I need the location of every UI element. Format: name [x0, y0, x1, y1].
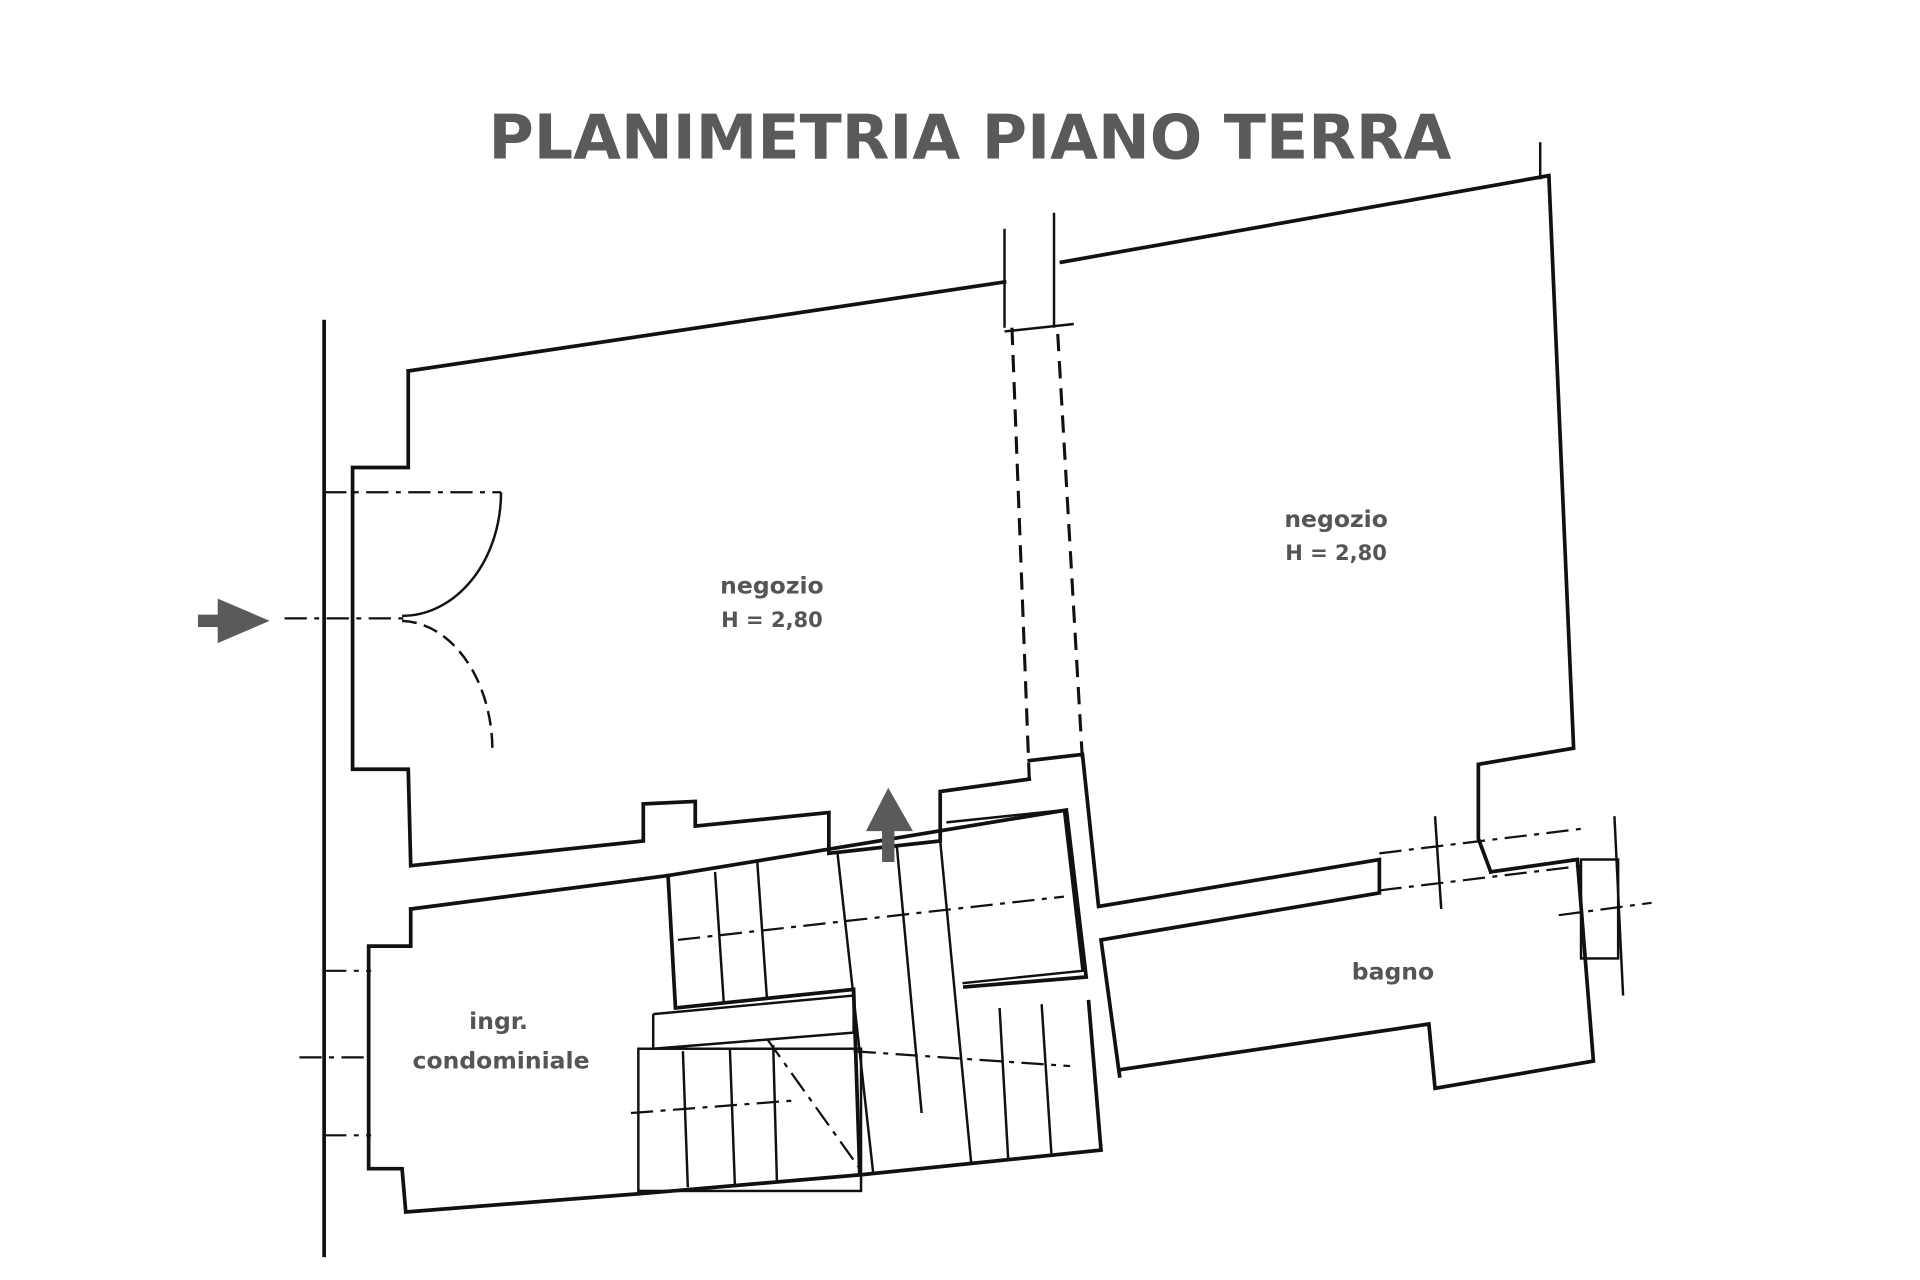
- room-label-ingresso: ingr.: [469, 1007, 528, 1035]
- room-height-negozio-2: H = 2,80: [1285, 540, 1387, 565]
- plan-title: PLANIMETRIA PIANO TERRA: [488, 101, 1451, 173]
- room-label-bagno: bagno: [1352, 957, 1434, 985]
- room-label-negozio-1: negozio: [720, 572, 824, 600]
- room-height-negozio-1: H = 2,80: [721, 607, 823, 632]
- plan-walls: [284, 142, 1652, 1258]
- entrance-arrow-up: [865, 787, 913, 862]
- entrance-arrow-left: [197, 598, 270, 644]
- room-label-condominiale: condominiale: [413, 1047, 590, 1075]
- room-label-negozio-2: negozio: [1284, 505, 1388, 533]
